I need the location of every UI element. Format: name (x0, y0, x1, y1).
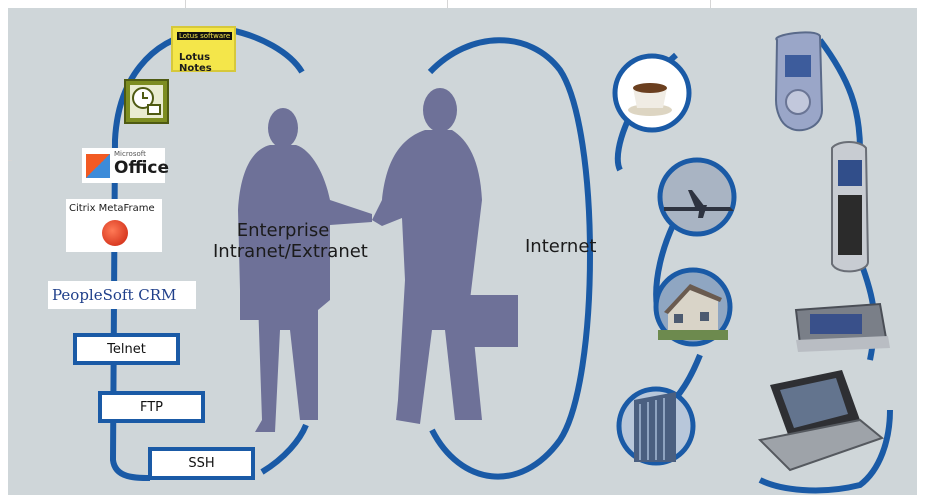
internet-label: Internet (525, 236, 597, 257)
outlook-calendar-icon (124, 79, 169, 124)
devices-arc-bottom (758, 409, 893, 494)
enterprise-label-line2: Intranet/Extranet (213, 241, 368, 262)
nokia-3650-icon (774, 31, 824, 132)
internet-arc (427, 37, 593, 480)
enterprise-label-line1: Enterprise (236, 220, 330, 241)
divider (8, 160, 12, 161)
enterprise-arc-top (229, 27, 305, 74)
coffee-cup-icon (612, 53, 692, 133)
businessmen-silhouettes (238, 88, 518, 432)
enterprise-arc-bottom (260, 423, 309, 475)
clock-icon (130, 85, 163, 118)
citrix-logo: Citrix MetaFrame (66, 199, 162, 252)
enterprise-label: Enterprise Intranet/Extranet (213, 220, 368, 262)
protocol-ssh: SSH (148, 447, 255, 480)
divider (447, 0, 448, 8)
nokia-phone-icon (831, 141, 870, 273)
office-logo-icon (86, 154, 110, 178)
office-logo: Microsoft Office (82, 148, 169, 183)
citrix-logo-text: Citrix MetaFrame (69, 203, 155, 214)
airplane-icon (657, 157, 737, 237)
office-logo-text: Office (114, 158, 170, 178)
enterprise-arc-left (109, 29, 201, 481)
lotus-notes-logo: Lotus software Lotus Notes (171, 26, 236, 74)
house-icon (653, 267, 733, 347)
protocol-telnet: Telnet (73, 333, 180, 365)
divider (710, 0, 711, 8)
nokia-communicator-icon (794, 302, 890, 352)
protocol-ftp: FTP (98, 391, 205, 423)
peoplesoft-logo: PeopleSoft CRM (48, 281, 196, 309)
devices-arc-top (817, 38, 863, 151)
lotus-logo-text: Lotus Notes (179, 52, 212, 74)
office-logo-small-text: Microsoft (114, 150, 146, 158)
laptop-icon (757, 370, 885, 472)
lotus-logo-top-text: Lotus software (177, 32, 233, 40)
citrix-logo-icon (102, 220, 128, 246)
peoplesoft-logo-text: PeopleSoft CRM (52, 286, 177, 304)
divider (185, 0, 186, 8)
office-building-icon (616, 386, 696, 466)
